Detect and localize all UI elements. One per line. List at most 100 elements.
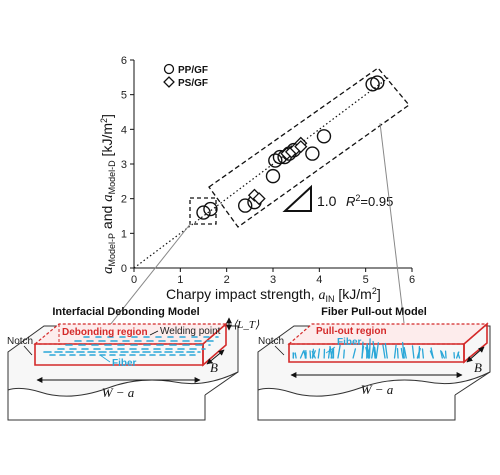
fiber-strand [352, 348, 357, 359]
x-tick-label: 6 [409, 274, 415, 286]
data-point-circle [305, 146, 320, 161]
fiber-pointer-right [325, 346, 336, 354]
fiber-strand [430, 347, 434, 359]
lt-label: ⟨L_T⟩ [233, 319, 260, 331]
fiber-strand [373, 346, 376, 359]
debonding-model-diagram: Interfacial Debonding Model Debonding re… [7, 306, 260, 421]
specimen-edge-left [204, 371, 239, 396]
data-point-circle [370, 75, 385, 90]
legend-label-ps: PS/GF [178, 78, 208, 89]
legend-label-pp: PP/GF [178, 65, 208, 76]
fit-line [133, 76, 390, 269]
fiber-strand [416, 347, 421, 359]
slope-triangle [282, 184, 312, 212]
fiber-label-left: Fiber [112, 358, 137, 369]
y-tick-label: 3 [121, 159, 127, 171]
x-tick-label: 1 [177, 274, 183, 286]
fiber-label-right: Fiber [337, 337, 362, 348]
data-point-circle [268, 153, 283, 168]
notch-pointer-left [23, 345, 33, 356]
fiber-strand [401, 341, 405, 359]
fiber-strand [311, 348, 315, 359]
width-label-right: W − a [361, 382, 394, 397]
fiber-pointer-left [99, 354, 111, 363]
zoom-box-diagonal [208, 67, 410, 228]
legend-diamond-icon [163, 76, 175, 88]
fiber-strand [393, 344, 397, 359]
b-label-left: B [210, 360, 218, 375]
y-tick-label: 0 [121, 263, 127, 275]
legend: PP/GF PS/GF [163, 63, 208, 89]
fiber-strand [396, 347, 399, 359]
fiber-strand [384, 342, 388, 359]
leader-line-left [109, 222, 192, 326]
fiber-strand [317, 348, 321, 359]
x-tick-label: 0 [131, 274, 137, 286]
fiber-strand [294, 352, 297, 359]
b-label-right: B [474, 360, 482, 375]
x-axis-label: Charpy impact strength, aIN [kJ/m2] [166, 286, 381, 304]
pullout-model-title: Fiber Pull-out Model [321, 306, 427, 318]
fiber-strand [382, 344, 386, 359]
data-point-circle [237, 198, 253, 213]
x-tick-label: 5 [363, 274, 369, 286]
data-point-circle [196, 205, 211, 220]
specimen-front-left [7, 352, 206, 421]
y-tick-label: 1 [121, 228, 127, 240]
fiber-strand [299, 350, 304, 359]
fiber-strand [375, 342, 379, 359]
y-tick-label: 5 [121, 90, 127, 102]
width-label-left: W − a [102, 385, 135, 400]
data-point-circle [265, 168, 281, 184]
leader-line-right [379, 122, 405, 324]
fiber-strand [361, 341, 364, 359]
debonding-region-box [33, 322, 228, 367]
pullout-region-label: Pull-out region [316, 326, 387, 337]
fiber-strand [330, 348, 334, 359]
fiber-dashes [43, 336, 219, 356]
welding-point-label: Welding point [160, 326, 221, 337]
y-tick-label: 6 [121, 55, 127, 67]
slope-label: 1.0 [317, 193, 337, 209]
b-dimension-right [466, 346, 485, 363]
specimen-edge-right [454, 371, 491, 396]
fiber-strand [371, 346, 375, 359]
pullout-region-box [287, 322, 489, 364]
r2-label: R2=0.95 [346, 193, 393, 209]
data-point-diamond [252, 192, 266, 206]
data-point-diamond [294, 140, 308, 154]
notch-label-left: Notch [7, 336, 33, 347]
notch-pointer-right [274, 345, 285, 356]
zoom-box-low [189, 197, 217, 225]
fiber-strand [421, 348, 425, 359]
y-tick-label: 4 [121, 124, 127, 136]
y-tick-label: 2 [121, 194, 127, 206]
fiber-strand [368, 338, 371, 359]
fiber-strand [400, 347, 404, 359]
fiber-strand [337, 344, 341, 359]
debonding-model-title: Interfacial Debonding Model [52, 306, 199, 318]
pullout-model-diagram: Fiber Pull-out Model Pull-out region Fib… [257, 306, 491, 421]
fiber-strand [343, 349, 345, 359]
debonding-top-face [33, 323, 228, 345]
specimen-front-right [257, 352, 456, 421]
fiber-strand [403, 347, 407, 359]
y-axis-label: aModel-P and aModel-D [kJ/m2] [99, 114, 117, 274]
x-tick-label: 4 [316, 274, 322, 286]
x-tick-label: 2 [224, 274, 230, 286]
data-points [196, 75, 385, 220]
legend-circle-icon [163, 63, 175, 75]
welding-point-pointer [149, 330, 159, 336]
notch-label-right: Notch [258, 336, 284, 347]
fiber-strand [411, 345, 415, 359]
data-point-circle [316, 129, 332, 144]
x-tick-label: 3 [270, 274, 276, 286]
fiber-strand [440, 351, 446, 359]
fiber-strand [309, 350, 312, 359]
leader-lines [109, 122, 405, 326]
chart-axes: 0 1 2 3 4 5 6 0 1 2 3 4 5 6 [121, 55, 415, 286]
scatter-chart: 0 1 2 3 4 5 6 0 1 2 3 4 5 6 1.0 R2=0.95 PP/GF PS/GF C… [99, 55, 415, 304]
debonding-region-label: Debonding region [62, 327, 148, 338]
slope-indicator: 1.0 R2=0.95 [282, 184, 393, 212]
